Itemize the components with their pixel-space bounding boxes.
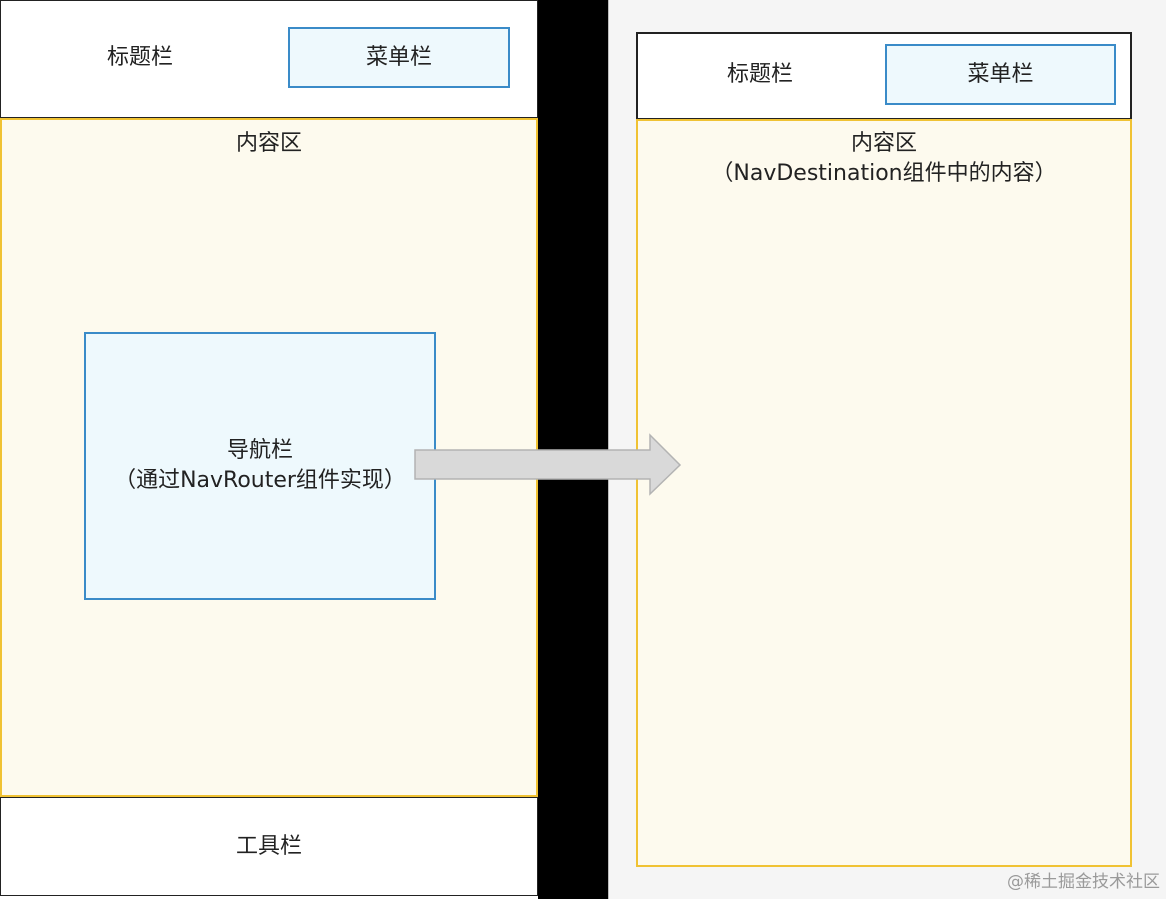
right-content-subtitle: （NavDestination组件中的内容） — [711, 161, 1057, 186]
right-content-area — [636, 119, 1132, 867]
left-title-bar-label: 标题栏 — [106, 45, 173, 71]
arrow-shape — [414, 433, 682, 496]
left-toolbar: 工具栏 — [0, 797, 538, 896]
right-content-label-group: 内容区 （NavDestination组件中的内容） — [636, 126, 1132, 192]
watermark: @稀土掘金技术社区 — [1007, 872, 1160, 892]
right-menu-bar: 菜单栏 — [885, 44, 1116, 105]
left-menu-bar: 菜单栏 — [288, 27, 510, 88]
right-title-bar-label: 标题栏 — [726, 62, 793, 88]
navigation-arrow — [414, 433, 682, 496]
nav-bar-box: 导航栏 （通过NavRouter组件实现） — [84, 332, 436, 600]
right-content-label: 内容区 — [850, 131, 917, 157]
nav-bar-subtitle: （通过NavRouter组件实现） — [114, 468, 406, 493]
nav-bar-label: 导航栏 — [226, 438, 293, 464]
left-content-label: 内容区 — [235, 131, 302, 157]
